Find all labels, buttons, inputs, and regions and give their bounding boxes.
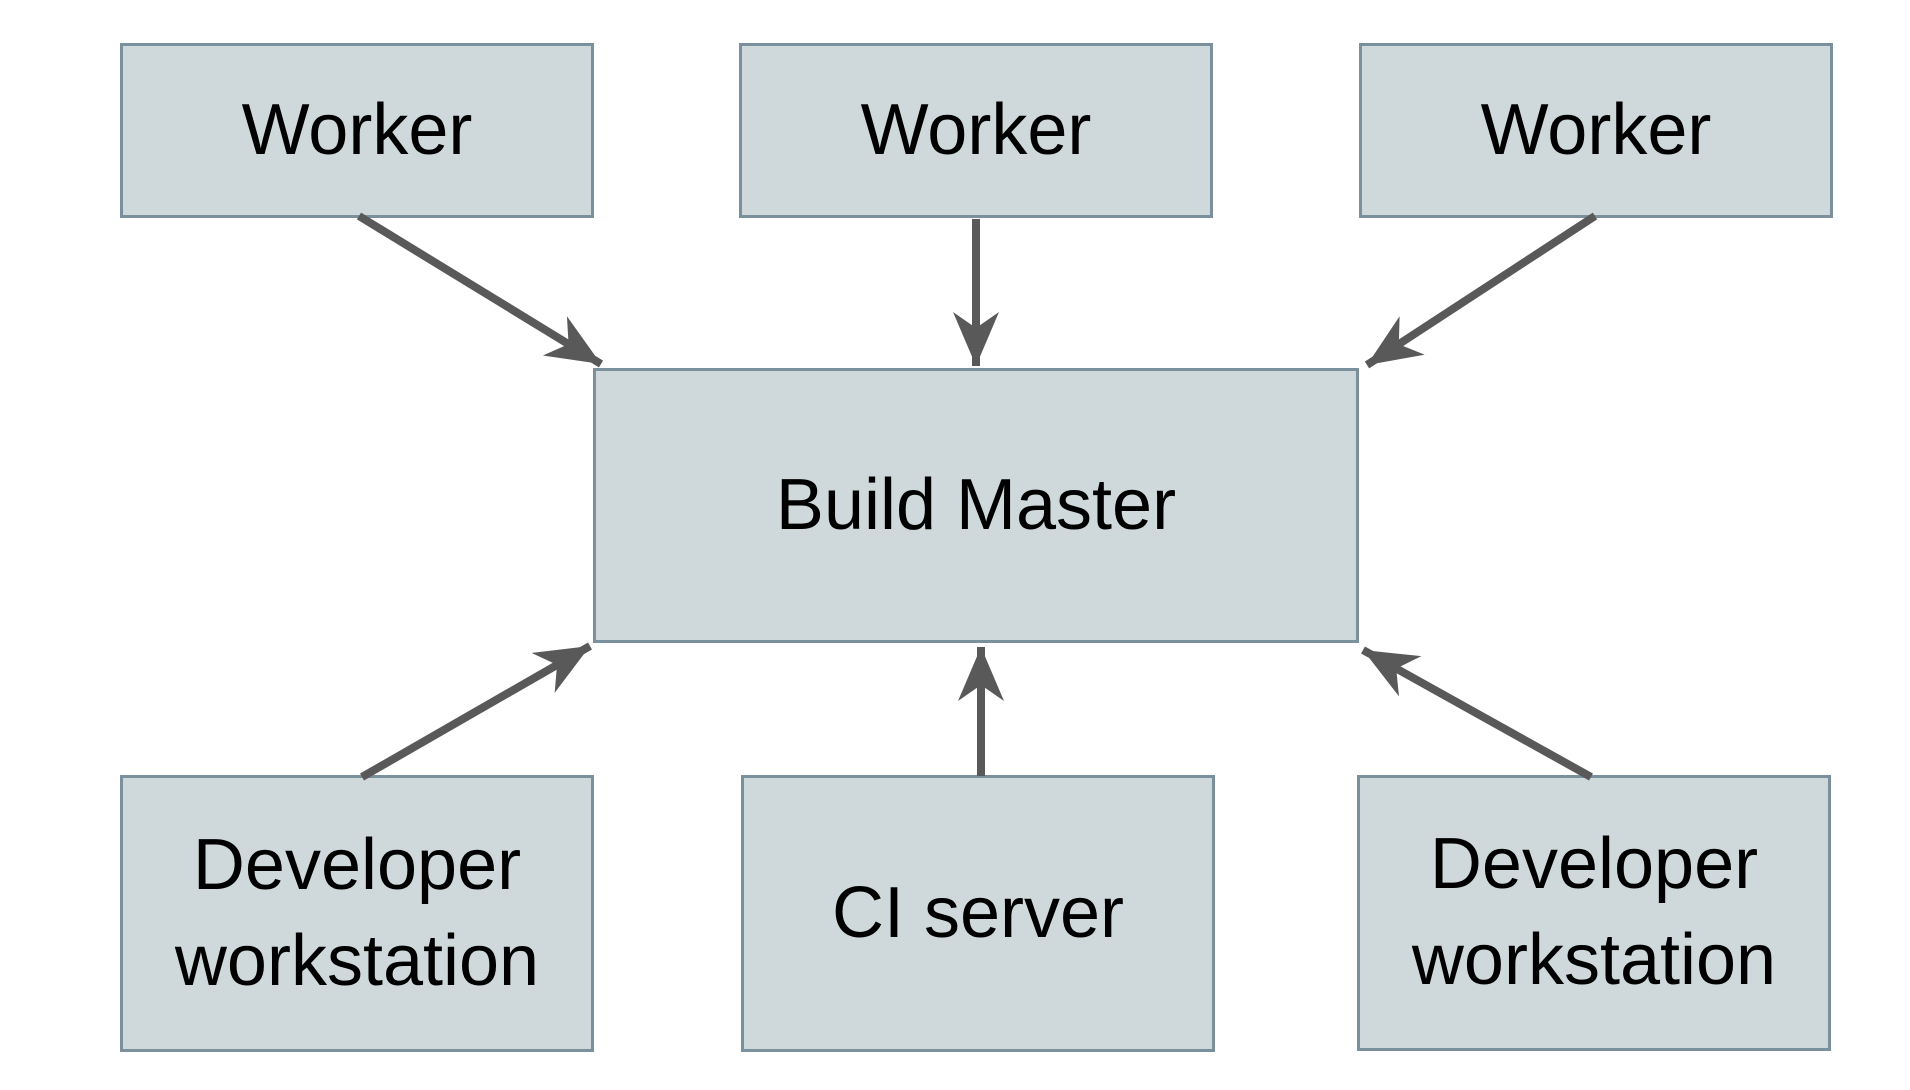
node-worker-top-right: Worker <box>1359 43 1833 218</box>
node-worker-top-center: Worker <box>739 43 1213 218</box>
arrow-developer-workstation-left-to-build-master <box>360 642 592 781</box>
node-label: Developer workstation <box>1411 824 1777 1000</box>
node-label: CI server <box>831 872 1125 953</box>
node-label: Worker <box>241 89 473 170</box>
node-ci-server: CI server <box>741 775 1215 1052</box>
node-build-master: Build Master <box>593 368 1359 643</box>
node-label: Worker <box>1480 89 1712 170</box>
arrow-worker-right-to-build-master <box>1364 212 1598 369</box>
node-developer-workstation-left: Developer workstation <box>120 775 594 1052</box>
node-label: Build Master <box>775 464 1177 545</box>
node-developer-workstation-right: Developer workstation <box>1357 775 1831 1051</box>
arrow-worker-left-to-build-master <box>356 212 604 368</box>
node-worker-top-left: Worker <box>120 43 594 218</box>
node-label: Worker <box>860 89 1092 170</box>
arrow-developer-workstation-right-to-build-master <box>1361 646 1593 781</box>
node-label: Developer workstation <box>174 824 540 1001</box>
